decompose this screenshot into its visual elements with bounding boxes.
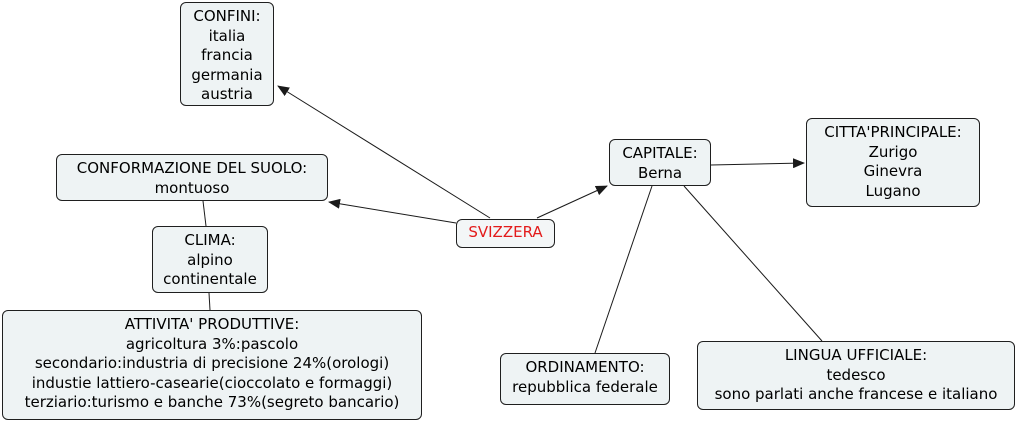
node-confini-item: austria (201, 85, 253, 103)
node-clima[interactable]: CLIMA: alpino continentale (152, 226, 268, 293)
node-citta-title: CITTA'PRINCIPALE: (824, 123, 962, 141)
node-citta-item: Ginevra (863, 162, 923, 180)
node-attivita-produttive[interactable]: ATTIVITA' PRODUTTIVE: agricoltura 3%:pas… (2, 310, 422, 420)
link-capitale-lingua (683, 185, 823, 342)
node-attivita-item: terziario:turismo e banche 73%(segreto b… (24, 393, 400, 411)
node-ordinamento[interactable]: ORDINAMENTO: repubblica federale (500, 353, 670, 405)
node-svizzera-root[interactable]: SVIZZERA (456, 219, 555, 248)
node-ordinamento-item: repubblica federale (512, 377, 658, 396)
link-svizzera-suolo (328, 198, 457, 224)
node-ordinamento-title: ORDINAMENTO: (525, 358, 645, 376)
node-citta-item: Zurigo (868, 142, 918, 161)
node-confini-item: germania (191, 65, 263, 84)
node-confini-item: italia (208, 26, 246, 45)
node-lingua-title: LINGUA UFFICIALE: (784, 346, 928, 364)
node-suolo-title: CONFORMAZIONE DEL SUOLO: (76, 159, 308, 177)
node-confini-title: CONFINI: (193, 7, 261, 25)
node-capitale-item: Berna (637, 163, 683, 182)
node-capitale-title: CAPITALE: (622, 144, 698, 162)
link-capitale-ordinamento (594, 185, 653, 354)
node-clima-item: alpino (187, 250, 233, 269)
link-clima-attivita (208, 292, 211, 311)
node-citta-item: Lugano (865, 181, 921, 200)
link-svizzera-capitale (536, 185, 608, 219)
node-confini[interactable]: CONFINI: italia francia germania austria (180, 2, 274, 106)
node-confini-item: francia (201, 46, 253, 64)
node-lingua-item: sono parlati anche francese e italiano (714, 385, 998, 403)
node-attivita-item: agricoltura 3%:pascolo (125, 334, 299, 353)
node-conformazione-suolo[interactable]: CONFORMAZIONE DEL SUOLO: montuoso (56, 154, 328, 201)
node-citta-principale[interactable]: CITTA'PRINCIPALE: Zurigo Ginevra Lugano (806, 118, 980, 207)
node-clima-item: continentale (163, 270, 257, 288)
link-svizzera-confini (277, 85, 491, 219)
node-attivita-title: ATTIVITA' PRODUTTIVE: (124, 315, 300, 333)
node-clima-title: CLIMA: (184, 231, 236, 249)
link-capitale-citta (710, 158, 805, 169)
node-lingua-ufficiale[interactable]: LINGUA UFFICIALE: tedesco sono parlati a… (697, 341, 1015, 410)
node-root-label: SVIZZERA (468, 223, 543, 241)
node-capitale[interactable]: CAPITALE: Berna (609, 139, 711, 186)
node-attivita-item: secondario:industria di precisione 24%(o… (34, 354, 390, 372)
node-attivita-item: industie lattiero-casearie(cioccolato e … (31, 373, 393, 392)
node-suolo-item: montuoso (154, 178, 230, 197)
node-lingua-item: tedesco (826, 365, 886, 384)
link-suolo-clima (202, 200, 207, 227)
